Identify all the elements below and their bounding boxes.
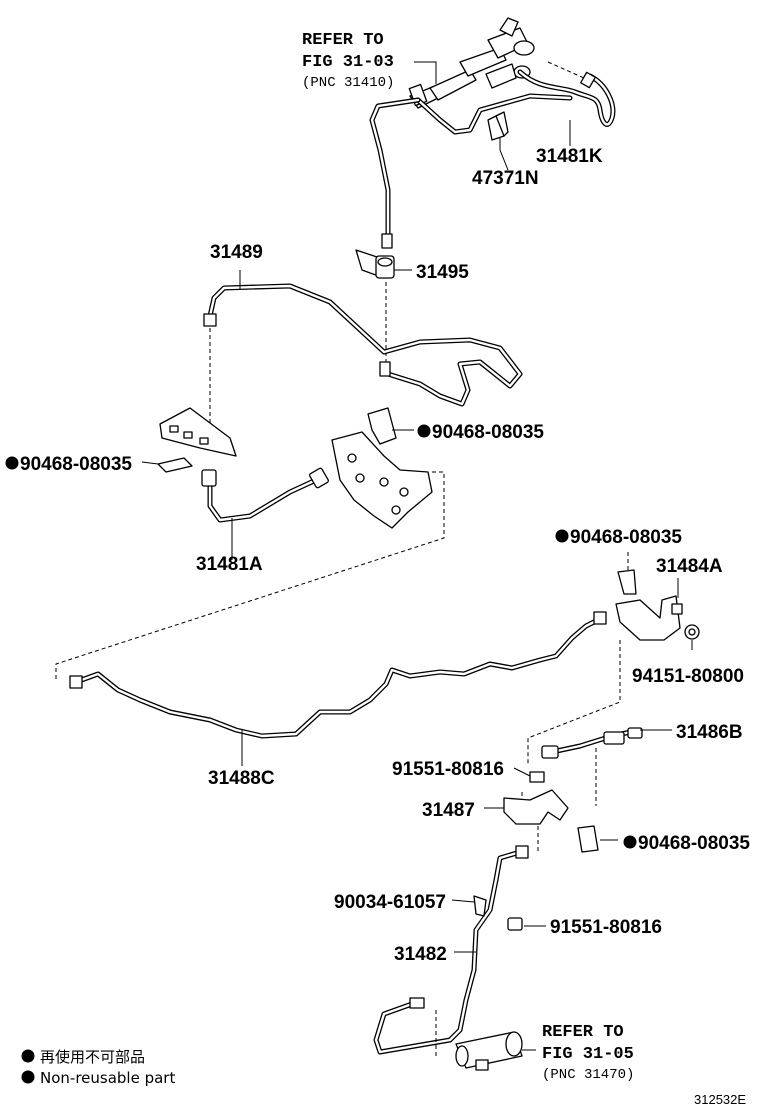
bracket-left xyxy=(159,407,237,457)
clip-center-90468 xyxy=(367,407,397,445)
label-31486B[interactable]: 31486B xyxy=(676,722,743,743)
bolt-31484A xyxy=(671,603,683,615)
label-31488C[interactable]: 31488C xyxy=(208,768,275,789)
legend: 再使用不可部品 Non-reusable part xyxy=(21,1048,175,1087)
ref-bottom-line3: (PNC 31470) xyxy=(542,1067,634,1083)
bracket-31487 xyxy=(503,789,569,825)
clip-right-90468 xyxy=(617,569,637,595)
union-31495 xyxy=(355,249,395,279)
clamp-90034-61057 xyxy=(473,895,487,917)
legend-line-japanese: 再使用不可部品 xyxy=(40,1048,145,1066)
ref-top-line3: (PNC 31410) xyxy=(302,75,394,91)
nonreusable-marker-lower xyxy=(623,835,637,849)
label-31481A[interactable]: 31481A xyxy=(196,554,263,575)
nonreusable-marker-center xyxy=(417,424,431,438)
bolt-91551-bottom xyxy=(507,917,523,931)
hose-31486B xyxy=(541,727,643,759)
label-31489[interactable]: 31489 xyxy=(210,242,263,263)
label-31484A[interactable]: 31484A xyxy=(656,556,723,577)
label-91551-bottom[interactable]: 91551-80816 xyxy=(550,917,662,938)
label-31481K[interactable]: 31481K xyxy=(536,146,603,167)
ref-top-line1: REFER TO xyxy=(302,31,384,50)
label-90468-center[interactable]: 90468-08035 xyxy=(432,422,544,443)
nut-94151-80800 xyxy=(684,624,700,640)
label-94151-80800[interactable]: 94151-80800 xyxy=(632,666,744,687)
label-90034-61057[interactable]: 90034-61057 xyxy=(334,892,446,913)
legend-line-english: Non-reusable part xyxy=(40,1069,175,1087)
clip-left-90468 xyxy=(157,457,193,473)
pipe-31489 xyxy=(203,283,523,407)
nonreusable-marker-left xyxy=(5,456,19,470)
label-91551-top[interactable]: 91551-80816 xyxy=(392,759,504,780)
label-90468-right[interactable]: 90468-08035 xyxy=(570,527,682,548)
bracket-center xyxy=(331,431,433,529)
bracket-31484A xyxy=(615,595,681,641)
pipe-31488C xyxy=(69,611,607,739)
clip-lower-90468 xyxy=(577,825,599,853)
ref-bottom-line2: FIG 31-05 xyxy=(542,1045,634,1064)
label-31495[interactable]: 31495 xyxy=(416,262,469,283)
bolt-91551-top xyxy=(529,771,545,783)
figure-code: 312532E xyxy=(694,1092,746,1107)
label-31487[interactable]: 31487 xyxy=(422,800,475,821)
clip-47371N xyxy=(487,111,509,141)
master-cylinder-assembly xyxy=(408,17,535,109)
pipe-31481K xyxy=(369,69,616,249)
label-31482[interactable]: 31482 xyxy=(394,944,447,965)
legend-marker-1 xyxy=(21,1049,35,1063)
release-cylinder xyxy=(455,1031,523,1071)
hose-31481A xyxy=(201,467,329,523)
pipe-31482 xyxy=(373,845,529,1055)
label-90468-left[interactable]: 90468-08035 xyxy=(20,454,132,475)
ref-top-line2: FIG 31-03 xyxy=(302,53,394,72)
nonreusable-marker-right xyxy=(555,529,569,543)
label-90468-lower[interactable]: 90468-08035 xyxy=(638,833,750,854)
ref-bottom-line1: REFER TO xyxy=(542,1023,624,1042)
legend-marker-2 xyxy=(21,1070,35,1084)
label-47371N[interactable]: 47371N xyxy=(472,168,539,189)
